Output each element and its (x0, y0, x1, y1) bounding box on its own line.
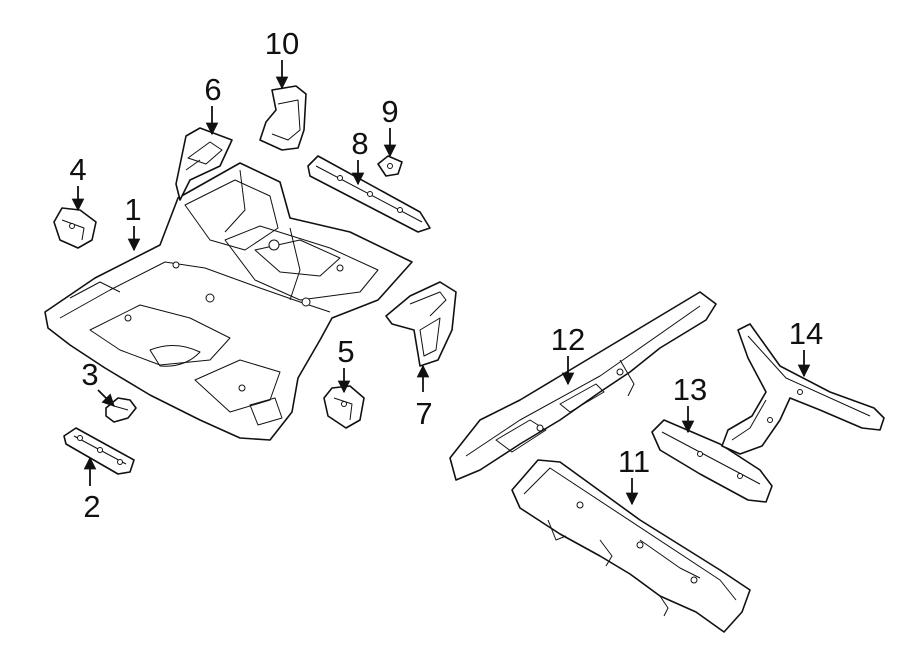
leader-arrow-3 (97, 389, 115, 407)
callout-4: 4 (69, 152, 86, 187)
callout-13: 13 (673, 372, 707, 407)
callout-11: 11 (618, 444, 650, 479)
part-2-bracket (63, 427, 135, 475)
callout-10: 10 (265, 26, 299, 61)
part-14-crossmember (721, 323, 885, 455)
callout-5: 5 (337, 334, 354, 369)
part-1-rear-floor-pan (44, 162, 413, 441)
callout-3: 3 (81, 357, 98, 392)
part-8-crossmember (307, 155, 431, 233)
part-4-bracket (53, 207, 97, 249)
callout-14: 14 (789, 316, 823, 351)
part-7-panel (385, 281, 457, 367)
callout-9: 9 (381, 94, 398, 129)
part-6-panel (175, 127, 233, 201)
callout-7: 7 (415, 396, 432, 431)
callout-12: 12 (551, 322, 585, 357)
callout-8: 8 (351, 126, 368, 161)
callout-labels: 1 2 3 4 5 6 7 8 9 10 11 12 13 14 (69, 26, 823, 524)
part-5-bracket (323, 385, 365, 429)
part-9-clip (377, 155, 403, 177)
part-10-bracket (259, 85, 307, 151)
callout-1: 1 (124, 192, 141, 227)
callout-6: 6 (204, 72, 221, 107)
part-11-crossmember (511, 459, 751, 633)
leader-arrows (71, 60, 811, 506)
callout-2: 2 (83, 489, 100, 524)
part-12-side-rail (449, 291, 717, 481)
